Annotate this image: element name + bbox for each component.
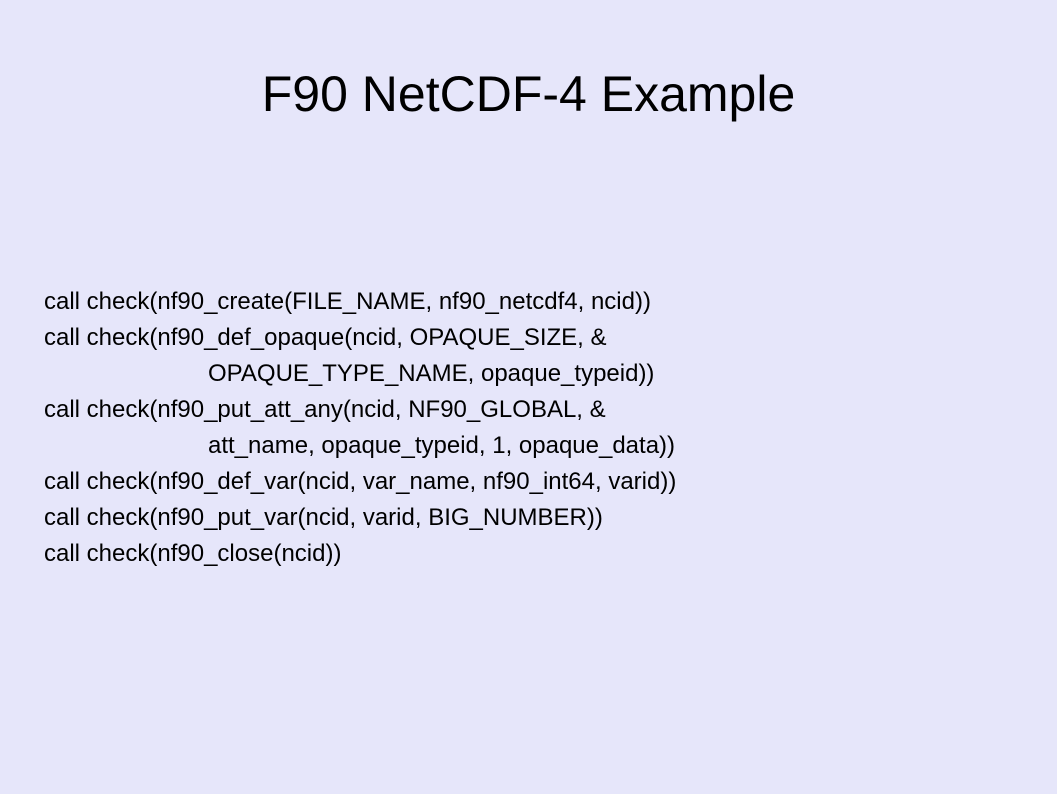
code-listing: call check(nf90_create(FILE_NAME, nf90_n… [44,284,1044,572]
code-line: call check(nf90_put_att_any(ncid, NF90_G… [44,396,606,423]
code-line-continuation: OPAQUE_TYPE_NAME, opaque_typeid)) [208,360,655,387]
code-line: call check(nf90_close(ncid)) [44,540,342,567]
code-line: call check(nf90_def_opaque(ncid, OPAQUE_… [44,324,607,351]
code-line-continuation: att_name, opaque_typeid, 1, opaque_data)… [208,432,676,459]
code-line: call check(nf90_create(FILE_NAME, nf90_n… [44,288,651,315]
slide-title: F90 NetCDF-4 Example [261,66,796,122]
code-line: call check(nf90_def_var(ncid, var_name, … [44,468,677,495]
code-line: call check(nf90_put_var(ncid, varid, BIG… [44,504,603,531]
